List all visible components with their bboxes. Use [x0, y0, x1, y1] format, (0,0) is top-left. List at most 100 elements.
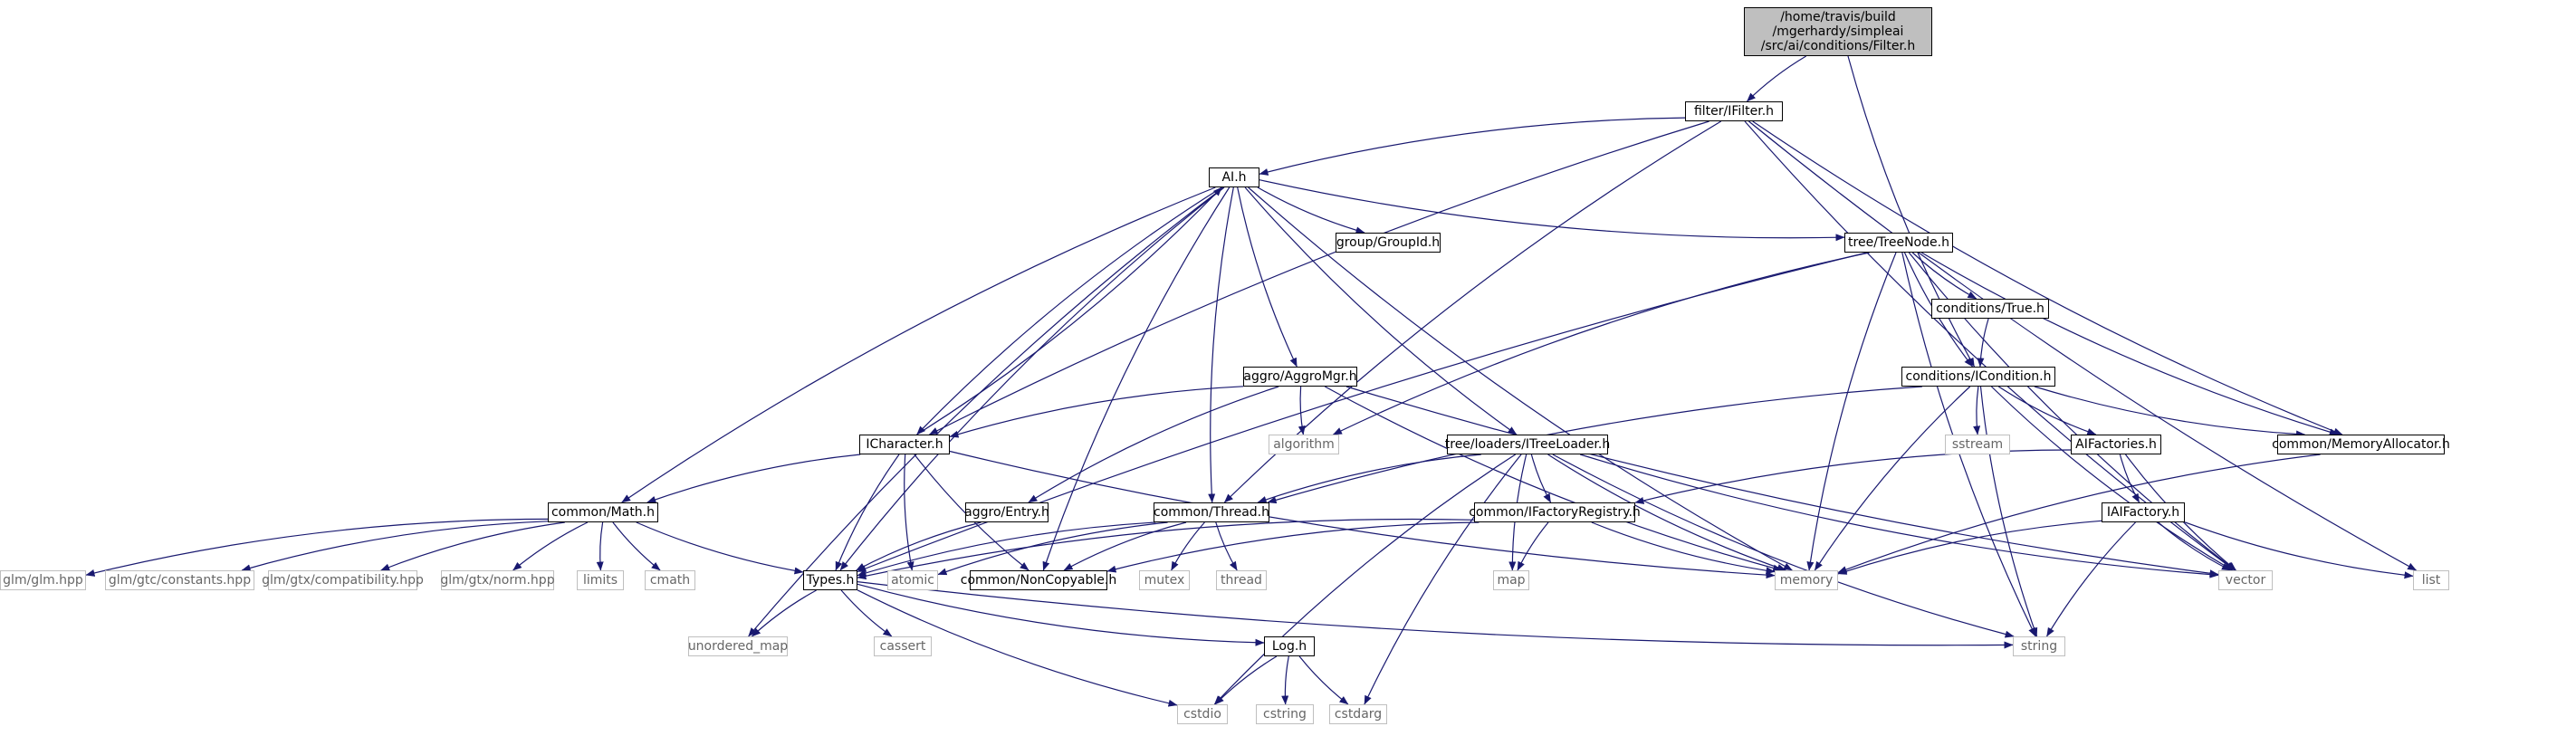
node-label-sstream-0: sstream — [1952, 437, 2003, 452]
node-label-cstdio-0: cstdio — [1183, 707, 1221, 722]
edge-math-to-glmcompat — [380, 521, 565, 571]
edge-itreeloader-to-ifactoryreg — [1530, 454, 1552, 503]
edge-math-to-glmnorm — [512, 521, 589, 571]
node-box-log — [1264, 636, 1315, 656]
node-box-ifactoryreg — [1474, 502, 1635, 522]
node-label-math-0: common/Math.h — [551, 505, 655, 520]
node-box-memalloc — [2277, 435, 2445, 454]
node-box-itreeloader — [1447, 435, 1608, 454]
edge-math-to-glmconst — [241, 521, 549, 572]
edge-aggromgr-to-memory — [1325, 386, 1783, 572]
node-thread[interactable]: common/Thread.h — [1154, 502, 1269, 522]
edge-ai-to-types — [839, 186, 1225, 571]
node-treenode[interactable]: tree/TreeNode.h — [1844, 233, 1953, 253]
node-box-thread_h — [1216, 570, 1267, 590]
node-log[interactable]: Log.h — [1264, 636, 1315, 656]
node-label-noncopyable-0: common/NonCopyable.h — [961, 573, 1116, 588]
node-memalloc[interactable]: common/MemoryAllocator.h — [2272, 435, 2450, 454]
node-glm: glm/glm.hpp — [0, 570, 86, 590]
node-label-root-2: /src/ai/conditions/Filter.h — [1761, 39, 1916, 53]
node-label-cassert-0: cassert — [880, 639, 926, 654]
node-cstdarg: cstdarg — [1329, 704, 1387, 724]
node-noncopyable[interactable]: common/NonCopyable.h — [961, 570, 1116, 590]
node-box-vector — [2218, 570, 2273, 590]
edge-ifactoryreg-to-memory — [1591, 521, 1776, 575]
node-box-atomic — [887, 570, 938, 590]
node-label-mutex-0: mutex — [1144, 573, 1185, 588]
edge-itreeloader-to-vector — [1580, 454, 2219, 578]
node-label-limits-0: limits — [583, 573, 618, 588]
node-types[interactable]: Types.h — [803, 570, 857, 590]
edge-ai-to-aggromgr — [1237, 186, 1298, 368]
edge-ai-to-groupid — [1257, 186, 1365, 234]
node-label-ai-0: AI.h — [1221, 170, 1246, 185]
node-box-glm — [0, 570, 86, 590]
edge-icondition-to-memory — [1814, 386, 1971, 571]
edge-icharacter-to-memory — [949, 450, 1776, 579]
edge-itreeloader-to-cstdio — [1213, 454, 1517, 705]
node-groupid[interactable]: group/GroupId.h — [1336, 233, 1441, 253]
edge-log-to-cstring — [1281, 655, 1289, 705]
node-memory: memory — [1775, 570, 1838, 590]
edge-math-to-limits — [596, 521, 604, 571]
edge-ifilter-to-list — [1748, 120, 2418, 571]
edge-true-to-icondition — [1977, 318, 1989, 368]
node-label-atomic-0: atomic — [891, 573, 934, 588]
node-box-ai — [1209, 167, 1259, 187]
edge-root-to-icondition — [1847, 55, 1976, 368]
node-entry[interactable]: aggro/Entry.h — [964, 502, 1049, 522]
edge-treenode-to-algorithm — [1332, 252, 1870, 435]
edge-icondition-to-aifactories — [1997, 386, 2097, 435]
edge-ifilter-to-ai — [1259, 117, 1686, 176]
node-ifilter[interactable]: filter/IFilter.h — [1685, 101, 1783, 121]
node-ai[interactable]: AI.h — [1209, 167, 1259, 187]
node-true[interactable]: conditions/True.h — [1931, 299, 2049, 319]
edge-treenode-to-true — [1911, 252, 1977, 300]
node-label-string-0: string — [2021, 639, 2057, 654]
node-aggromgr[interactable]: aggro/AggroMgr.h — [1243, 367, 1357, 387]
edge-itreeloader-to-memory — [1547, 454, 1786, 571]
edge-treenode-to-memalloc — [1920, 252, 2339, 436]
edge-ai-to-unordered_map — [748, 186, 1224, 637]
node-icharacter[interactable]: ICharacter.h — [859, 435, 950, 454]
node-root[interactable]: /home/travis/build/mgerhardy/simpleai/sr… — [1744, 7, 1932, 56]
node-box-glmconst — [105, 570, 254, 590]
node-label-cstring-0: cstring — [1263, 707, 1307, 722]
node-icondition[interactable]: conditions/ICondition.h — [1901, 367, 2055, 387]
node-label-entry-0: aggro/Entry.h — [964, 505, 1049, 520]
node-box-list — [2413, 570, 2449, 590]
edge-types-to-unordered_map — [751, 589, 817, 637]
node-box-math — [548, 502, 658, 522]
edge-math-to-glm — [85, 518, 549, 577]
node-box-treenode — [1844, 233, 1953, 253]
edge-icharacter-to-atomic — [904, 454, 915, 571]
node-iaifactory[interactable]: IAIFactory.h — [2102, 502, 2185, 522]
edge-ai-to-itreeloader — [1244, 186, 1518, 435]
node-math[interactable]: common/Math.h — [548, 502, 658, 522]
node-cstring: cstring — [1256, 704, 1314, 724]
node-box-true — [1931, 299, 2049, 319]
node-cstdio: cstdio — [1177, 704, 1228, 724]
node-label-aifactories-0: AIFactories.h — [2075, 437, 2157, 452]
edge-aggromgr-to-algorithm — [1298, 386, 1306, 435]
node-itreeloader[interactable]: tree/loaders/ITreeLoader.h — [1445, 435, 1610, 454]
node-box-cstdio — [1177, 704, 1228, 724]
node-label-ifactoryreg-0: common/IFactoryRegistry.h — [1469, 505, 1641, 520]
node-ifactoryreg[interactable]: common/IFactoryRegistry.h — [1469, 502, 1641, 522]
node-label-treenode-0: tree/TreeNode.h — [1848, 235, 1949, 250]
edge-ai-to-memory — [1248, 186, 1793, 571]
node-aifactories[interactable]: AIFactories.h — [2071, 435, 2161, 454]
node-box-thread — [1154, 502, 1269, 522]
node-box-cmath — [645, 570, 695, 590]
edge-iaifactory-to-vector — [2158, 521, 2231, 571]
edge-aifactories-to-iaifactory — [2119, 454, 2140, 503]
edge-ai-to-thread — [1208, 186, 1234, 503]
node-label-memory-0: memory — [1780, 573, 1834, 588]
node-label-itreeloader-0: tree/loaders/ITreeLoader.h — [1445, 437, 1610, 452]
node-limits: limits — [577, 570, 624, 590]
edge-treenode-to-memory — [1806, 252, 1897, 571]
node-box-limits — [577, 570, 624, 590]
edge-memalloc-to-memory — [1837, 454, 2321, 573]
node-box-icondition — [1901, 367, 2055, 387]
